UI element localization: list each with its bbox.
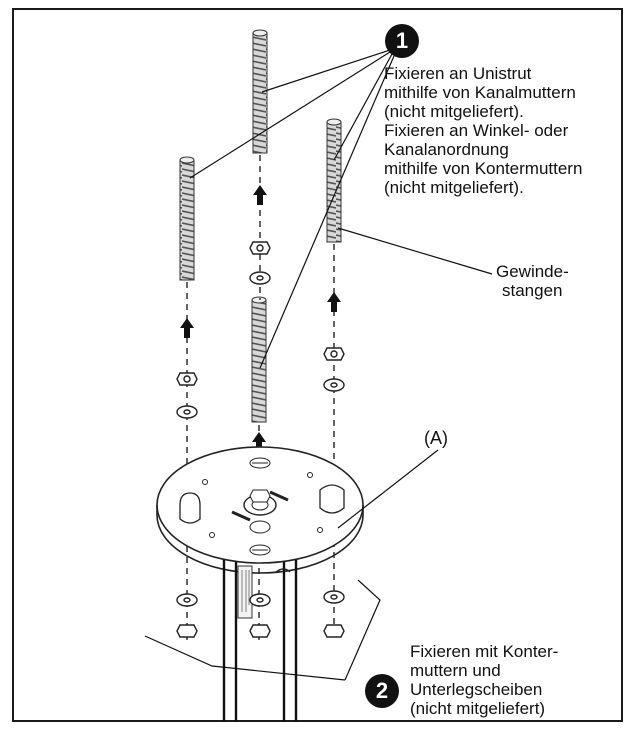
callout-2-badge: 2 bbox=[365, 674, 399, 708]
callout-1-line: (nicht mitgeliefert). bbox=[384, 102, 524, 121]
callout-1-line: Fixieren an Winkel- oder bbox=[384, 121, 569, 140]
rods-label-line: Gewinde- bbox=[496, 262, 569, 281]
lower-nuts-and-washers bbox=[176, 590, 345, 638]
callout-2-text: Fixieren mit Konter- muttern und Unterle… bbox=[410, 642, 558, 718]
callout-1-line: mithilfe von Kanalmuttern bbox=[384, 83, 576, 102]
threaded-rod-left bbox=[179, 156, 195, 281]
threaded-rod-right bbox=[326, 118, 342, 243]
threaded-rod-center bbox=[251, 296, 267, 423]
pole-label-print bbox=[241, 570, 250, 612]
threaded-rod-top-center bbox=[252, 29, 268, 154]
rods-label-leader bbox=[337, 227, 493, 275]
nuts-and-washers bbox=[176, 241, 345, 419]
rods-label-line: stangen bbox=[502, 281, 563, 300]
callout-1-line: Kanalanordnung bbox=[384, 140, 509, 159]
pole-label-tag bbox=[237, 565, 253, 619]
ceiling-surface-lines bbox=[144, 579, 381, 681]
plate-label: (A) bbox=[424, 428, 448, 448]
callout-1-leaders bbox=[189, 49, 395, 369]
mounting-plate bbox=[156, 446, 364, 574]
callout-1-line: mithilfe von Kontermuttern bbox=[384, 159, 583, 178]
diagram-frame bbox=[12, 8, 623, 722]
callout-2-line: muttern und bbox=[410, 661, 501, 680]
callout-1-line: Fixieren an Unistrut bbox=[384, 64, 532, 83]
callout-2-line: Unterlegscheiben bbox=[410, 680, 543, 699]
callout-2-line: Fixieren mit Konter- bbox=[410, 642, 559, 661]
callout-1-text: Fixieren an Unistrut mithilfe von Kanalm… bbox=[384, 64, 582, 197]
callout-1-badge: 1 bbox=[385, 24, 419, 58]
pole-clip bbox=[275, 568, 291, 573]
up-arrows bbox=[180, 185, 341, 452]
rods-label: Gewinde- stangen bbox=[496, 262, 569, 300]
callout-1-line: (nicht mitgeliefert). bbox=[384, 178, 524, 197]
support-pole bbox=[222, 560, 298, 722]
callout-2-line: (nicht mitgeliefert) bbox=[410, 699, 546, 718]
plate-label-leader bbox=[337, 449, 439, 529]
